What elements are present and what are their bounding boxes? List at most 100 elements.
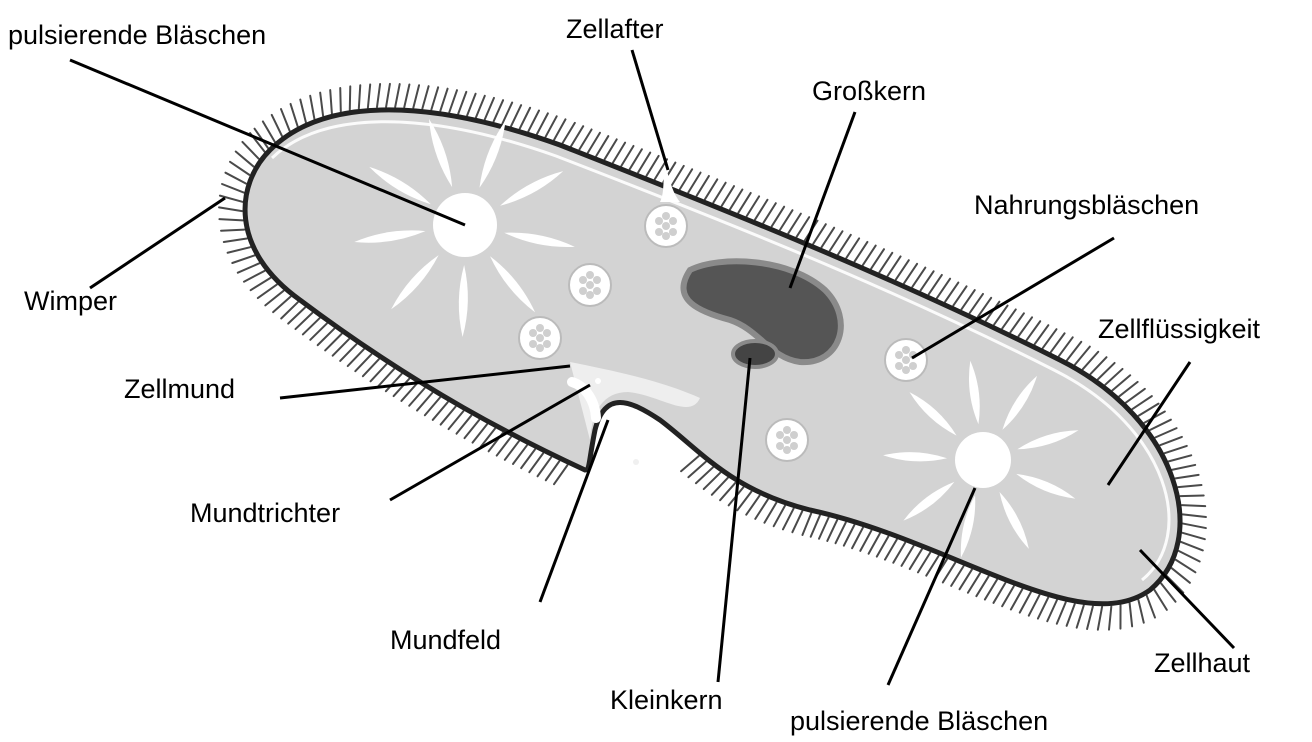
cilium — [413, 85, 419, 108]
label-pulsierende-blaeschen-top: pulsierende Bläschen — [8, 22, 266, 49]
cilium — [985, 580, 997, 600]
cilium — [860, 530, 871, 550]
cilium — [960, 570, 972, 590]
cilium — [681, 456, 699, 471]
cilium — [792, 511, 802, 532]
cilium — [222, 184, 244, 193]
cilium — [511, 105, 521, 126]
cilium — [630, 149, 642, 169]
food-particle — [662, 232, 670, 240]
cilium — [1018, 317, 1032, 336]
cilium — [1087, 606, 1093, 629]
cilium — [893, 543, 905, 563]
cilium — [613, 143, 625, 163]
label-zellfluessigkeit: Zellflüssigkeit — [1098, 316, 1260, 343]
label-zellafter: Zellafter — [566, 16, 664, 43]
cilium — [621, 146, 633, 166]
cilium — [772, 207, 784, 227]
cilium — [1059, 337, 1073, 356]
cilium — [888, 256, 901, 275]
cilium — [251, 278, 271, 290]
cilium — [722, 186, 734, 206]
cilium — [538, 457, 552, 476]
cilium — [871, 249, 884, 268]
cilium — [1169, 455, 1192, 461]
cilium — [1178, 485, 1201, 487]
cilium — [738, 193, 750, 213]
cilium — [330, 90, 332, 113]
cilium — [1112, 375, 1130, 390]
cilium — [783, 509, 794, 530]
cilium — [219, 207, 242, 211]
cilium — [755, 499, 768, 519]
cilium — [244, 271, 265, 282]
cilium — [1035, 325, 1049, 344]
cilium — [1130, 603, 1133, 626]
cilium — [1077, 605, 1084, 627]
cilium — [1176, 475, 1199, 479]
food-particle — [529, 340, 537, 348]
cilium — [993, 583, 1005, 603]
cilium — [1083, 352, 1098, 369]
food-particle — [655, 228, 663, 236]
cilium — [579, 129, 591, 149]
micronucleus — [733, 341, 777, 367]
cilium — [1038, 598, 1048, 619]
food-particle — [586, 291, 594, 299]
cilium — [596, 136, 608, 156]
cilium — [1155, 428, 1176, 437]
food-particle — [536, 324, 544, 332]
food-particle — [783, 446, 791, 454]
cilium — [788, 214, 801, 234]
cilium — [838, 235, 851, 255]
cilium — [494, 100, 504, 121]
cilium — [672, 166, 684, 186]
cilium — [281, 109, 290, 131]
cilium — [976, 576, 988, 596]
cilium — [1147, 596, 1155, 618]
food-particle — [543, 329, 551, 337]
cilium — [1002, 586, 1014, 606]
food-particle — [662, 222, 670, 230]
cilium — [704, 473, 721, 489]
cilium — [546, 461, 560, 480]
cilium — [951, 566, 963, 586]
cilium — [846, 238, 859, 258]
label-nahrungsblaeschen: Nahrungsbläschen — [974, 192, 1199, 219]
cilium — [1160, 437, 1182, 445]
label-kleinkern: Kleinkern — [610, 687, 723, 714]
cilium — [377, 84, 380, 107]
food-particle — [662, 212, 670, 220]
cilium — [310, 96, 314, 119]
cilium — [968, 573, 980, 593]
cilium — [902, 546, 914, 566]
cilium — [755, 200, 767, 220]
cilium — [1182, 533, 1204, 539]
cilium — [521, 449, 535, 468]
cilium — [712, 478, 728, 495]
cilium — [688, 173, 700, 193]
cilium — [713, 183, 725, 203]
cilium — [1051, 333, 1065, 352]
cilium — [386, 84, 390, 107]
cilium — [291, 104, 298, 126]
cilium — [819, 517, 829, 538]
cilium — [1047, 600, 1057, 621]
cilium — [440, 89, 447, 111]
food-particle — [902, 366, 910, 374]
cilium — [896, 260, 909, 279]
cilium — [502, 103, 512, 124]
cilium — [1172, 465, 1195, 470]
cilium — [780, 210, 793, 230]
cilium — [404, 85, 409, 108]
cilium — [554, 119, 565, 139]
cilium — [224, 239, 247, 242]
cilium — [497, 437, 511, 456]
food-particle — [776, 431, 784, 439]
particle — [633, 459, 639, 465]
cilium — [300, 100, 306, 123]
cilium — [802, 513, 811, 535]
cilium — [554, 465, 567, 484]
